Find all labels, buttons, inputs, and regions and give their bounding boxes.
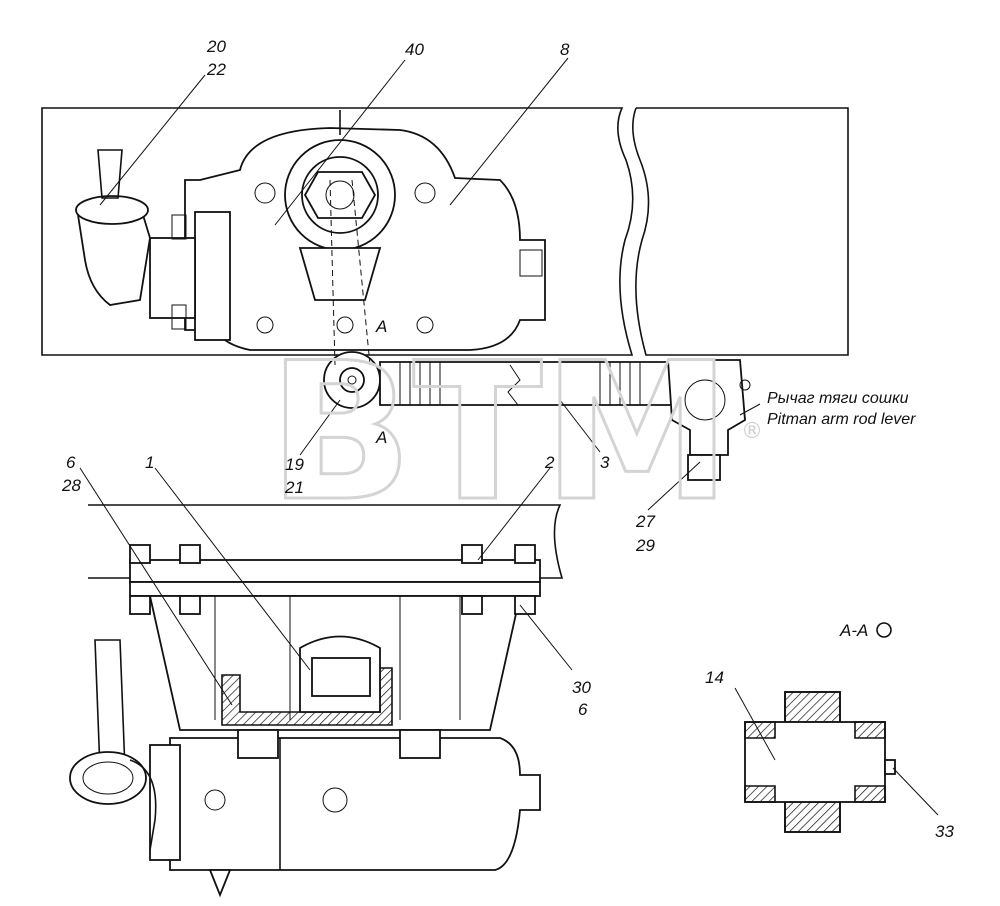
label-14: 14 — [705, 668, 724, 687]
leader-lines — [79, 57, 939, 816]
label-3: 3 — [600, 453, 610, 472]
caption-russian: Рычаг тяги сошки — [767, 390, 909, 407]
label-20: 20 — [206, 37, 226, 56]
label-28: 28 — [61, 476, 81, 495]
label-27: 27 — [635, 512, 655, 531]
section-marker-a-bottom: A — [375, 428, 387, 447]
frame-rail-bottom — [88, 504, 564, 579]
label-22: 22 — [206, 60, 226, 79]
label-29: 29 — [635, 536, 655, 555]
watermark-text: BTM — [268, 322, 732, 543]
steering-gear-housing-bottom — [149, 729, 541, 898]
label-8: 8 — [560, 40, 570, 59]
section-title: A-A — [839, 621, 868, 640]
fitting-bottom — [69, 639, 157, 851]
steering-gear-housing-top — [149, 110, 546, 351]
label-1: 1 — [145, 453, 154, 472]
label-6-top: 6 — [66, 453, 76, 472]
section-a-a — [744, 622, 896, 833]
label-19: 19 — [285, 455, 304, 474]
label-33: 33 — [935, 822, 954, 841]
bracket-bottom — [129, 544, 541, 731]
watermark: BTM ® — [267, 321, 764, 545]
caption-english: Pitman arm rod lever — [767, 411, 916, 428]
watermark-registered-mark: ® — [741, 419, 763, 444]
label-21: 21 — [284, 478, 304, 497]
bolts-row — [129, 544, 536, 615]
callout-labels: 20 22 40 8 A A 19 21 3 2 27 29 6 28 1 30… — [61, 37, 954, 841]
label-30: 30 — [572, 678, 591, 697]
label-40: 40 — [405, 40, 424, 59]
label-6-bottom: 6 — [578, 700, 588, 719]
part-caption: Рычаг тяги сошки Pitman arm rod lever — [767, 390, 916, 428]
label-2: 2 — [544, 453, 555, 472]
fitting-top — [75, 149, 151, 306]
pitman-arm-rod — [323, 179, 751, 481]
frame-rail-top — [41, 107, 849, 356]
section-marker-a-top: A — [375, 317, 387, 336]
